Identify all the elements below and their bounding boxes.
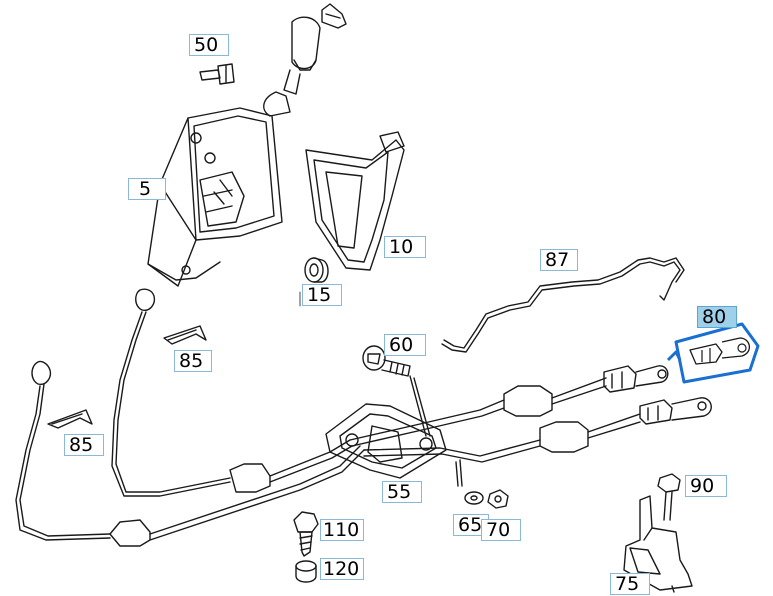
bracket-75[interactable] xyxy=(623,495,693,593)
callout-90[interactable]: 90 xyxy=(685,475,727,497)
callout-10[interactable]: 10 xyxy=(384,236,426,258)
clip-85-upper[interactable] xyxy=(163,325,207,345)
bushing-15[interactable] xyxy=(304,257,329,283)
cable-upper-right[interactable] xyxy=(349,365,669,447)
nut-70[interactable] xyxy=(487,489,509,509)
shift-lever-boot-5[interactable] xyxy=(147,91,291,287)
callout-50[interactable]: 50 xyxy=(189,34,229,56)
wire-87[interactable] xyxy=(441,257,685,353)
bolt-60[interactable] xyxy=(362,345,411,377)
clip-85-lower[interactable] xyxy=(47,409,93,429)
callout-87[interactable]: 87 xyxy=(540,249,578,271)
bolt-90[interactable] xyxy=(657,473,681,521)
callout-65[interactable]: 65 xyxy=(453,514,489,536)
callout-80-selected[interactable]: 80 xyxy=(697,306,737,328)
cover-frame-10[interactable] xyxy=(305,131,405,271)
callout-70[interactable]: 70 xyxy=(481,519,521,541)
selected-part-80-highlight[interactable] xyxy=(666,322,760,384)
callout-15[interactable]: 15 xyxy=(302,284,342,306)
callout-5[interactable]: 5 xyxy=(128,178,166,200)
clip-top[interactable] xyxy=(321,3,347,29)
callout-60[interactable]: 60 xyxy=(384,334,426,356)
callout-110[interactable]: 110 xyxy=(320,519,364,541)
callout-120[interactable]: 120 xyxy=(320,558,364,580)
screw-50[interactable] xyxy=(199,63,235,85)
bolt-110[interactable] xyxy=(293,511,319,557)
bracket-55[interactable] xyxy=(325,375,447,479)
gear-knob[interactable] xyxy=(283,16,321,95)
washer-65[interactable] xyxy=(455,459,484,505)
cable-left-inner[interactable] xyxy=(111,288,353,497)
callout-75[interactable]: 75 xyxy=(610,573,650,595)
callout-55[interactable]: 55 xyxy=(382,481,422,503)
bushing-120[interactable] xyxy=(295,560,317,583)
cable-left-outer[interactable] xyxy=(15,360,365,547)
callout-85-lower[interactable]: 85 xyxy=(64,434,104,456)
cable-lower-right[interactable] xyxy=(363,397,712,463)
callout-85-upper[interactable]: 85 xyxy=(174,350,212,372)
